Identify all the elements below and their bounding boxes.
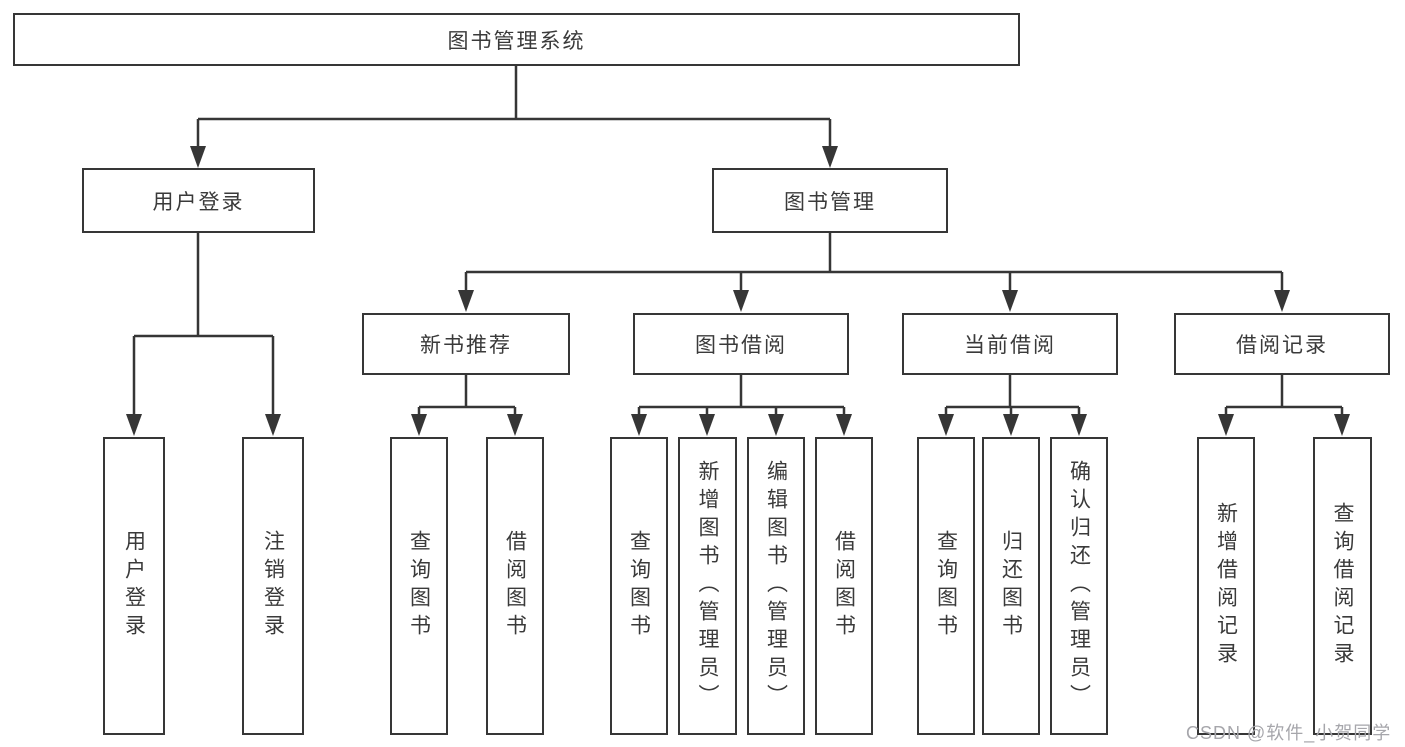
leaf-label: 借阅图书 xyxy=(503,530,527,642)
connector-userlogin-to-leaves xyxy=(132,233,275,418)
arrow-down-icon xyxy=(458,290,474,312)
arrow-down-icon xyxy=(699,414,715,436)
node-book-management: 图书管理 xyxy=(712,168,948,233)
node-user-login: 用户登录 xyxy=(82,168,315,233)
connector-bookmgmt-to-level3 xyxy=(464,233,1284,294)
leaf-label: 查询图书 xyxy=(627,530,651,642)
arrow-down-icon xyxy=(1071,414,1087,436)
leaf-label: 用户登录 xyxy=(122,530,146,642)
arrow-down-icon xyxy=(1218,414,1234,436)
node-borrowing-records: 借阅记录 xyxy=(1174,313,1390,375)
arrow-down-icon xyxy=(411,414,427,436)
arrow-down-icon xyxy=(190,146,206,168)
arrow-down-icon xyxy=(1334,414,1350,436)
arrow-down-icon xyxy=(733,290,749,312)
leaf-label: 新增图书（管理员） xyxy=(696,460,719,712)
leaf-label: 新增借阅记录 xyxy=(1214,502,1238,670)
arrow-down-icon xyxy=(126,414,142,436)
arrow-down-icon xyxy=(1274,290,1290,312)
arrow-down-icon xyxy=(265,414,281,436)
leaf-label: 查询借阅记录 xyxy=(1331,502,1354,670)
connector-records-to-leaves xyxy=(1224,375,1344,418)
arrow-down-icon xyxy=(507,414,523,436)
leaf-query-borrow-record: 查询借阅记录 xyxy=(1313,437,1372,735)
leaf-borrow-books-recommend: 借阅图书 xyxy=(486,437,544,735)
connector-current-to-leaves xyxy=(944,375,1081,418)
node-book-borrowing: 图书借阅 xyxy=(633,313,849,375)
leaf-query-books-current: 查询图书 xyxy=(917,437,975,735)
arrow-down-icon xyxy=(768,414,784,436)
leaf-label: 编辑图书（管理员） xyxy=(764,460,788,712)
arrow-down-icon xyxy=(1003,414,1019,436)
leaf-user-login: 用户登录 xyxy=(103,437,165,735)
leaf-confirm-return-admin: 确认归还（管理员） xyxy=(1050,437,1108,735)
leaf-label: 归还图书 xyxy=(999,530,1023,642)
leaf-query-books-recommend: 查询图书 xyxy=(390,437,448,735)
leaf-label: 查询图书 xyxy=(407,530,431,642)
leaf-label: 确认归还（管理员） xyxy=(1067,460,1091,712)
connector-root-to-level2 xyxy=(196,66,832,150)
leaf-logout: 注销登录 xyxy=(242,437,304,735)
leaf-borrow-books: 借阅图书 xyxy=(815,437,873,735)
leaf-label: 注销登录 xyxy=(261,530,285,642)
leaf-query-books-borrowing: 查询图书 xyxy=(610,437,668,735)
arrow-down-icon xyxy=(938,414,954,436)
leaf-add-books-admin: 新增图书（管理员） xyxy=(678,437,737,735)
arrow-down-icon xyxy=(822,146,838,168)
node-current-borrowing: 当前借阅 xyxy=(902,313,1118,375)
watermark: CSDN @软件_小贺同学 xyxy=(1186,723,1392,743)
leaf-add-borrow-record: 新增借阅记录 xyxy=(1197,437,1255,735)
leaf-edit-books-admin: 编辑图书（管理员） xyxy=(747,437,805,735)
arrow-down-icon xyxy=(631,414,647,436)
connector-newbook-to-leaves xyxy=(417,375,517,418)
node-new-book-recommend: 新书推荐 xyxy=(362,313,570,375)
node-root-system: 图书管理系统 xyxy=(13,13,1020,66)
leaf-label: 借阅图书 xyxy=(832,530,856,642)
leaf-return-books: 归还图书 xyxy=(982,437,1040,735)
arrow-down-icon xyxy=(1002,290,1018,312)
connector-borrowing-to-leaves xyxy=(637,375,846,418)
arrow-down-icon xyxy=(836,414,852,436)
leaf-label: 查询图书 xyxy=(934,530,958,642)
